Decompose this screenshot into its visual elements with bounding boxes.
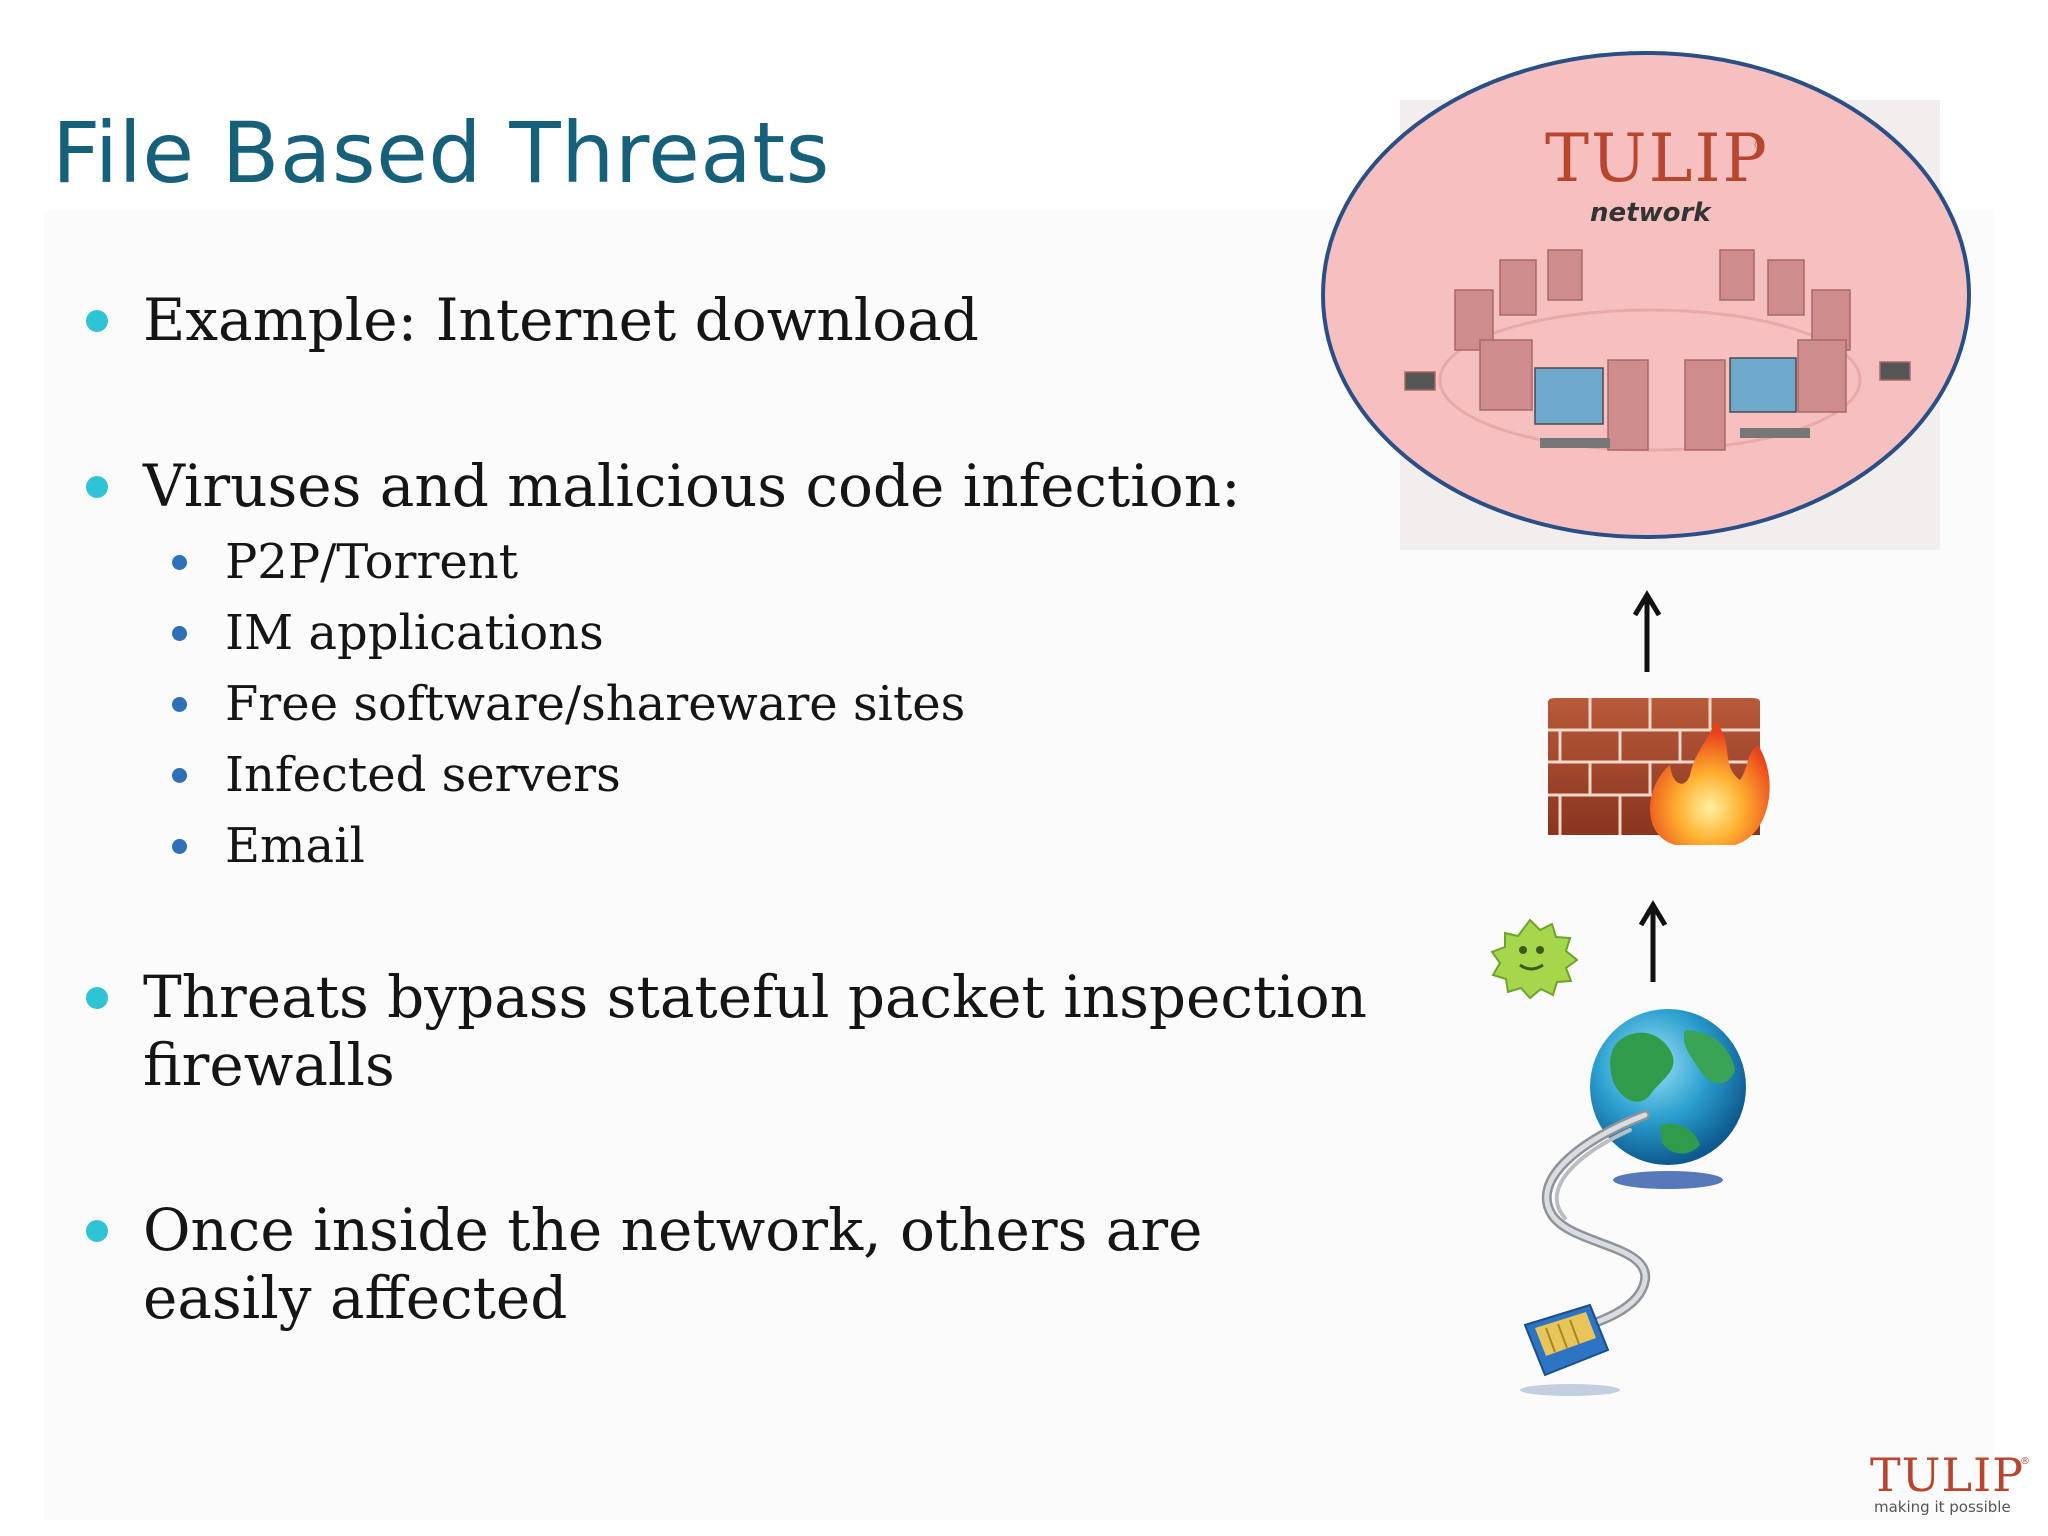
sub-bullet-item: IM applications bbox=[172, 604, 604, 662]
sub-bullet-dot-icon bbox=[172, 697, 187, 712]
rj45-connector-icon bbox=[1520, 1303, 1620, 1396]
sub-bullet-item: P2P/Torrent bbox=[172, 533, 518, 591]
bullet-dot-icon bbox=[86, 987, 108, 1009]
logo-tagline: making it possible bbox=[1874, 1498, 2011, 1516]
sub-bullet-text: IM applications bbox=[225, 605, 604, 661]
bullet-dot-icon bbox=[86, 1220, 108, 1242]
sub-bullet-text: Email bbox=[225, 818, 365, 874]
sub-bullet-text: Free software/shareware sites bbox=[225, 676, 966, 732]
bullet-text-line: firewalls bbox=[143, 1031, 395, 1099]
bullet-item: Example: Internet download bbox=[86, 286, 979, 354]
firewall-icon bbox=[1548, 698, 1770, 845]
sub-bullet-dot-icon bbox=[172, 768, 187, 783]
network-subtitle-label: network bbox=[1590, 198, 1711, 228]
network-registered-mark: ® bbox=[1753, 138, 1765, 152]
arrow-up-icon bbox=[1632, 590, 1662, 672]
logo-registered-mark: ® bbox=[2020, 1456, 2030, 1467]
sub-bullet-text: Infected servers bbox=[225, 747, 621, 803]
sub-bullet-item: Free software/shareware sites bbox=[172, 675, 965, 733]
computer-ring-icon bbox=[1404, 249, 1911, 452]
bullet-text: Example: Internet download bbox=[143, 286, 979, 354]
bullet-list: Example: Internet download Viruses and m… bbox=[86, 286, 1367, 1332]
sub-bullet-item: Email bbox=[172, 817, 365, 875]
arrow-up-icon bbox=[1638, 900, 1668, 982]
bullet-text-line: Threats bypass stateful packet inspectio… bbox=[143, 963, 1367, 1031]
sub-bullet-dot-icon bbox=[172, 839, 187, 854]
bullet-item: Viruses and malicious code infection: bbox=[86, 452, 1241, 520]
bullet-item: Threats bypass stateful packet inspectio… bbox=[86, 963, 1367, 1099]
globe-icon bbox=[1590, 1009, 1746, 1189]
sub-bullet-dot-icon bbox=[172, 555, 187, 570]
sub-bullet-dot-icon bbox=[172, 626, 187, 641]
threat-diagram bbox=[1290, 40, 2010, 1440]
diagram-svg bbox=[1321, 51, 1971, 1396]
bullet-text-line: Once inside the network, others are bbox=[143, 1196, 1203, 1264]
tulip-logo: TULIP bbox=[1870, 1448, 2025, 1502]
bullet-dot-icon bbox=[86, 310, 108, 332]
sub-bullet-text: P2P/Torrent bbox=[225, 534, 518, 590]
bullet-text: Viruses and malicious code infection: bbox=[143, 452, 1241, 520]
network-cable-icon bbox=[1541, 1110, 1651, 1340]
virus-icon bbox=[1490, 918, 1579, 1000]
sub-bullet-item: Infected servers bbox=[172, 746, 621, 804]
bullet-item: Once inside the network, others are easi… bbox=[86, 1196, 1202, 1332]
slide-title: File Based Threats bbox=[52, 104, 830, 202]
bullet-dot-icon bbox=[86, 476, 108, 498]
bullet-text-line: easily affected bbox=[143, 1264, 568, 1332]
network-brand-label: TULIP bbox=[1545, 120, 1769, 197]
